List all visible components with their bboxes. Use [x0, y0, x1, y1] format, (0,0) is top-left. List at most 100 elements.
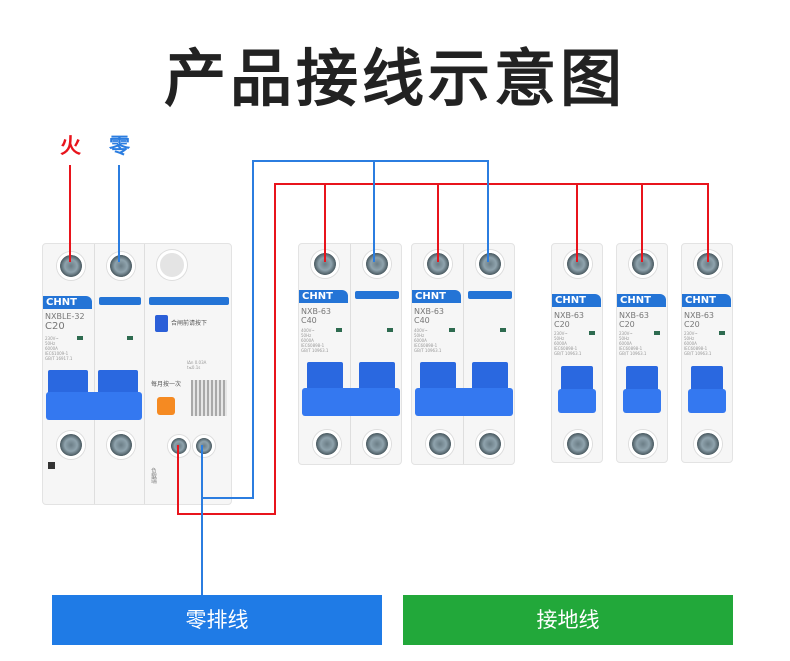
spec-line: GB/T 10963.1 — [301, 348, 329, 353]
spec-line: t≤0.1s — [187, 365, 201, 370]
indicator-led — [589, 331, 595, 335]
spec-text: 400V~ 50Hz 6000A IEC60898-1 GB/T 10963.1 — [414, 328, 441, 353]
rating-label: C20 — [45, 321, 65, 332]
rating-label: C20 — [554, 320, 570, 329]
rating-label: C20 — [619, 320, 635, 329]
terminal-screw-icon — [193, 435, 215, 457]
blue-strip — [99, 297, 141, 305]
indicator-led — [127, 336, 133, 340]
breaker-1p-2: CHNT NXB-63 C20 230V~ 50Hz 6000A IEC6089… — [616, 243, 668, 463]
brand-logo: CHNT — [617, 294, 666, 307]
spec-line: 230V~ — [684, 331, 698, 336]
spec-text: 230V~ 50Hz 6000A IEC60898-1 GB/T 10963.1 — [684, 331, 711, 356]
terminal-screw-icon — [424, 250, 452, 278]
terminal-screw-icon — [564, 430, 592, 458]
spec-line: 230V~ — [554, 331, 568, 336]
ground-bar: 接地线 — [403, 595, 733, 645]
terminal-screw-icon — [426, 430, 454, 458]
spec-line: IEC61009-1 — [45, 351, 69, 356]
indicator-led — [654, 331, 660, 335]
pole — [299, 244, 351, 464]
breaker-2p-1: CHNT NXB-63 C40 400V~ 50Hz 6000A IEC6089… — [298, 243, 402, 465]
live-label: 火 — [60, 134, 81, 158]
spec-line: 6000A — [45, 346, 58, 351]
model-label: NXB-63 — [414, 307, 445, 316]
spec-line: GB/T 10963.1 — [684, 351, 712, 356]
spec-line: 6000A — [301, 338, 314, 343]
model-label: NXBLE-32 — [45, 312, 85, 321]
blue-strip — [149, 297, 229, 305]
spec-line: 400V~ — [414, 328, 428, 333]
terminal-screw-icon — [363, 250, 391, 278]
handle-bar[interactable] — [415, 388, 513, 416]
spec-line: 400V~ — [301, 328, 315, 333]
handle-bar[interactable] — [302, 388, 400, 416]
terminal-screw-icon — [107, 431, 135, 459]
model-label: NXB-63 — [619, 311, 650, 320]
neutral-bar: 零排线 — [52, 595, 382, 645]
blue-strip — [468, 291, 512, 299]
spec-line: 50Hz — [414, 333, 425, 338]
model-label: NXB-63 — [684, 311, 715, 320]
spec-line: IEC60898-1 — [619, 346, 643, 351]
model-label: NXB-63 — [301, 307, 332, 316]
leakage-spec: IΔn 0.03A t≤0.1s — [187, 360, 206, 370]
brand-logo: CHNT — [43, 296, 92, 309]
spec-line: 6000A — [554, 341, 567, 346]
handle-bar[interactable] — [558, 389, 596, 413]
terminal-screw-icon — [694, 430, 722, 458]
spec-text: 230V~ 50Hz 6000A IEC60898-1 GB/T 10963.1 — [619, 331, 646, 356]
spec-line: GB/T 10963.1 — [414, 348, 442, 353]
reset-hint: 合闸前请按下 — [171, 320, 208, 327]
brand-logo: CHNT — [682, 294, 731, 307]
reset-button[interactable] — [155, 315, 168, 332]
live-output-wire — [177, 183, 709, 515]
brand-logo: CHNT — [299, 290, 348, 303]
din-clip — [48, 462, 55, 469]
spec-line: IEC60898-1 — [684, 346, 708, 351]
blue-strip — [355, 291, 399, 299]
handle-bar[interactable] — [46, 392, 142, 420]
page-title: 产品接线示意图 — [163, 42, 626, 115]
handle-bar[interactable] — [688, 389, 726, 413]
terminal-screw-icon — [476, 430, 504, 458]
handle-bar[interactable] — [623, 389, 661, 413]
indicator-led — [449, 328, 455, 332]
terminal-screw-icon — [629, 430, 657, 458]
toggle-handle[interactable] — [307, 362, 343, 392]
toggle-handle[interactable] — [472, 362, 508, 392]
terminal-screw-icon — [107, 252, 135, 280]
brand-logo: CHNT — [412, 290, 461, 303]
pole — [43, 244, 95, 504]
spec-line: IEC60898-1 — [301, 343, 325, 348]
spec-line: GB/T 16917.1 — [45, 356, 73, 361]
neutral-output-wire — [201, 160, 489, 499]
terminal-screw-icon — [363, 430, 391, 458]
terminal-screw-icon — [476, 250, 504, 278]
pole — [95, 244, 145, 504]
test-button[interactable] — [157, 397, 175, 415]
spec-line: IEC60898-1 — [554, 346, 578, 351]
spec-text: 230V~ 50Hz 6000A IEC61009-1 GB/T 16917.1 — [45, 336, 72, 361]
brand-logo: CHNT — [552, 294, 601, 307]
spec-line: 230V~ — [619, 331, 633, 336]
load-side-label: 负载端 — [151, 468, 158, 485]
spec-line: GB/T 10963.1 — [554, 351, 582, 356]
spec-line: 50Hz — [45, 341, 56, 346]
toggle-handle[interactable] — [359, 362, 395, 392]
spec-line: IEC60898-1 — [414, 343, 438, 348]
indicator-led — [77, 336, 83, 340]
model-label: NXB-63 — [554, 311, 585, 320]
spec-line: 50Hz — [554, 336, 565, 341]
spec-line: GB/T 10963.1 — [619, 351, 647, 356]
spec-line: 50Hz — [619, 336, 630, 341]
spec-line: 50Hz — [684, 336, 695, 341]
toggle-handle[interactable] — [420, 362, 456, 392]
indicator-led — [387, 328, 393, 332]
indicator-led — [719, 331, 725, 335]
breaker-1p-1: CHNT NXB-63 C20 230V~ 50Hz 6000A IEC6089… — [551, 243, 603, 463]
rating-label: C20 — [684, 320, 700, 329]
terminal-screw-icon — [629, 250, 657, 278]
spec-line: 230V~ — [45, 336, 59, 341]
